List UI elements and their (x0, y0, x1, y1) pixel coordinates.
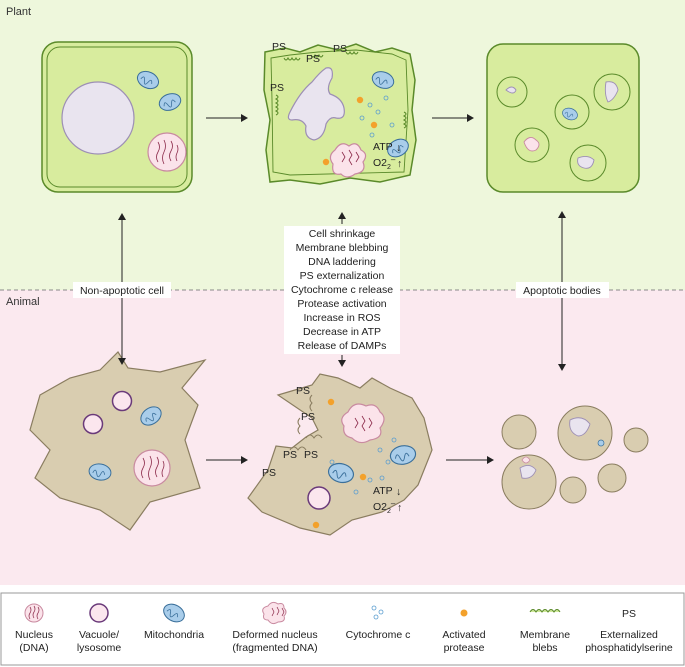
nucleus (147, 132, 187, 172)
feature-item: PS externalization (300, 270, 385, 282)
apoptosis-features-box: Cell shrinkage Membrane blebbing DNA lad… (284, 226, 400, 354)
legend-mitochondria: Mitochondria (144, 600, 204, 641)
legend-ps: PS Externalized phosphatidylserine (585, 608, 673, 654)
svg-text:Cytochrome c: Cytochrome c (346, 629, 411, 641)
membrane-bleb (289, 394, 323, 451)
feature-item: Cytochrome c release (291, 284, 393, 296)
svg-text:lysosome: lysosome (77, 642, 122, 654)
feature-item: Membrane blebbing (296, 242, 389, 254)
ps-label: PS (306, 53, 320, 65)
section-label-plant: Plant (6, 6, 31, 18)
animal-cell-apoptotic: PS PS PS PS PS ATP ↓ O22– ↑ (247, 373, 433, 536)
ps-label: PS (301, 411, 315, 423)
label-non-apoptotic-cell: Non-apoptotic cell (73, 282, 171, 298)
svg-text:Activated: Activated (442, 629, 485, 641)
atp-down-arrow: ↓ (396, 486, 401, 498)
feature-item: Release of DAMPs (298, 340, 387, 352)
feature-item: Decrease in ATP (303, 326, 381, 338)
plant-cell-normal (41, 41, 193, 193)
atp-down-arrow: ↓ (396, 142, 401, 154)
animal-cell-normal (29, 351, 207, 531)
svg-text:phosphatidylserine: phosphatidylserine (585, 642, 673, 654)
deformed-vacuole (287, 67, 345, 141)
nucleus (133, 449, 171, 487)
legend: Nucleus (DNA) Vacuole/ lysosome Mitochon… (0, 592, 685, 666)
svg-text:Non-apoptotic cell: Non-apoptotic cell (80, 285, 164, 297)
lysosome (111, 390, 133, 412)
ps-label: PS (296, 385, 310, 397)
feature-item: DNA laddering (308, 256, 376, 268)
svg-text:blebs: blebs (532, 642, 557, 654)
svg-text:(fragmented DNA): (fragmented DNA) (232, 642, 317, 654)
feature-item: Cell shrinkage (309, 228, 376, 240)
atp-label: ATP (373, 141, 393, 153)
section-label-animal: Animal (6, 296, 40, 308)
plant-cell-apoptotic: PS PS PS PS ATP ↓ O22– ↑ (263, 41, 417, 185)
ps-label: PS (270, 82, 284, 94)
o2-up-arrow: ↑ (397, 158, 402, 170)
o2-up-arrow: ↑ (397, 502, 402, 514)
legend-vacuole: Vacuole/ lysosome (77, 603, 122, 654)
svg-text:Apoptotic bodies: Apoptotic bodies (523, 285, 601, 297)
svg-text:Nucleus: Nucleus (15, 629, 53, 641)
plant-apoptotic-bodies (486, 43, 640, 193)
legend-deformed-nucleus: Deformed nucleus (fragmented DNA) (232, 601, 318, 654)
ps-label: PS (283, 449, 297, 461)
svg-text:Mitochondria: Mitochondria (144, 629, 204, 641)
ps-label: PS (333, 43, 347, 55)
svg-text:protease: protease (444, 642, 485, 654)
legend-cytochrome: Cytochrome c (346, 605, 411, 641)
cytochrome-c (359, 95, 395, 138)
membrane-bleb (274, 50, 407, 129)
ps-label: PS (304, 449, 318, 461)
feature-item: Protease activation (297, 298, 386, 310)
animal-apoptotic-bodies (501, 405, 649, 510)
feature-item: Increase in ROS (303, 312, 380, 324)
svg-text:Vacuole/: Vacuole/ (79, 629, 119, 641)
svg-text:Externalized: Externalized (600, 629, 658, 641)
deformed-nucleus (329, 143, 367, 178)
label-apoptotic-bodies: Apoptotic bodies (516, 282, 609, 298)
activated-protease (312, 398, 367, 529)
svg-text:(DNA): (DNA) (19, 642, 48, 654)
deformed-nucleus (341, 403, 385, 444)
lysosome (307, 486, 331, 510)
activated-protease (322, 96, 378, 166)
ps-label: PS (272, 41, 286, 53)
vacuole (61, 81, 135, 155)
cytochrome-c (329, 437, 397, 495)
svg-text:PS: PS (622, 608, 636, 620)
legend-protease: Activated protease (442, 609, 486, 654)
svg-text:Deformed nucleus: Deformed nucleus (232, 629, 317, 641)
atp-label: ATP (373, 485, 393, 497)
ps-label: PS (262, 467, 276, 479)
o2-label: O22– (373, 499, 396, 515)
lysosome (82, 413, 104, 435)
svg-text:Membrane: Membrane (520, 629, 570, 641)
legend-nucleus: Nucleus (DNA) (15, 603, 53, 654)
legend-blebs: Membrane blebs (520, 609, 570, 654)
o2-label: O22– (373, 155, 396, 171)
